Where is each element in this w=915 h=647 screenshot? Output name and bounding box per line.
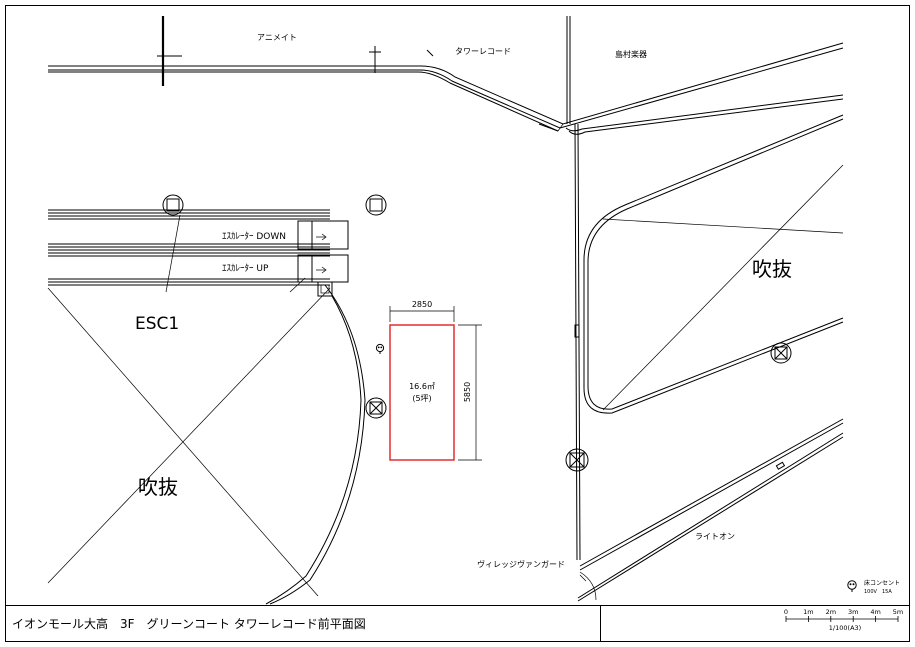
store-label-village-vanguard: ヴィレッジヴァンガード (477, 559, 565, 569)
right-void-outline (583, 114, 844, 414)
scale-ratio: 1/100(A3) (829, 624, 861, 632)
store-label-animate: アニメイト (257, 33, 297, 42)
escalator-leader-2 (289, 277, 306, 293)
escalator-rails (48, 209, 349, 297)
scale-tick-label: 4m (870, 608, 880, 616)
floor-outlet-icon (375, 343, 385, 354)
escalator-leader-1 (165, 214, 181, 293)
escalator-down-label: ｴｽｶﾚｰﾀｰ DOWN (222, 231, 286, 242)
escalator-up-label: ｴｽｶﾚｰﾀｰ UP (222, 263, 269, 274)
booth-depth-label: 5850 (463, 382, 472, 402)
scale-tick-label: 3m (848, 608, 858, 616)
column-center (565, 448, 589, 472)
top-corridor-wall (48, 42, 844, 135)
scale-bar: 0 1m 2m 3m 4m 5m (784, 608, 903, 622)
bottom-right-corridor (577, 418, 844, 602)
left-void-cross-2 (47, 287, 331, 584)
booth-area (389, 324, 455, 461)
legend-outlet-icon (847, 580, 857, 592)
booth-tsubo-value: (5坪) (412, 394, 431, 403)
scale-tick-label: 0 (784, 608, 788, 616)
store-label-tower-records: タワーレコード (455, 47, 511, 56)
column-top-center (365, 194, 387, 216)
booth-depth-dimension (458, 324, 482, 461)
right-void-cross-1 (602, 218, 844, 234)
legend-outlet-spec: 100V 15A (864, 589, 892, 595)
column-right-void (770, 342, 792, 364)
scale-tick-label: 1m (803, 608, 813, 616)
booth-area-value: 16.6㎡ (409, 382, 435, 391)
legend-outlet-label: 床コンセント (864, 579, 900, 587)
left-void-outline-inner (265, 295, 362, 605)
booth-width-dimension (389, 306, 455, 322)
scale-tick-label: 2m (826, 608, 836, 616)
drawing-frame (5, 5, 910, 642)
store-label-shimamura: 島村楽器 (615, 49, 647, 59)
drawing-title: イオンモール大高 3F グリーンコート タワーレコード前平面図 (12, 616, 366, 631)
column-mid-left (365, 397, 387, 419)
column-top-left (162, 194, 184, 216)
scale-tick-label: 5m (893, 608, 903, 616)
tenant-divider-tower-tick (426, 49, 434, 57)
center-partition-line (574, 123, 581, 561)
right-void-outline-inner (587, 118, 844, 410)
right-void-label: 吹抜 (752, 257, 792, 281)
booth-width-label: 2850 (412, 300, 432, 309)
store-label-light-on: ライトオン (695, 532, 735, 541)
left-void-label: 吹抜 (138, 475, 178, 499)
right-void-cross-2 (602, 164, 844, 411)
left-void-outline (48, 284, 366, 605)
escalator-name-label: ESC1 (135, 314, 179, 334)
